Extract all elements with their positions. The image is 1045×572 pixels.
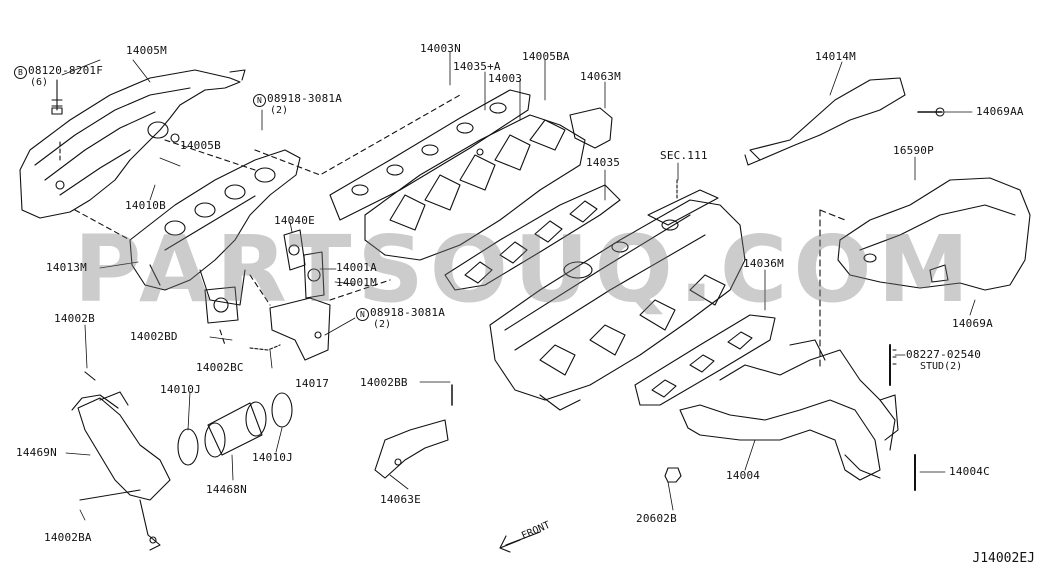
heat-shield-16590p bbox=[837, 177, 1031, 291]
gasket-14036m bbox=[634, 314, 776, 406]
part-label-14063m: 14063M bbox=[580, 70, 621, 83]
bracket-14063e bbox=[374, 419, 449, 479]
gasket-14035 bbox=[444, 184, 621, 291]
clamp-14010j-a bbox=[177, 428, 199, 466]
part-label-14004c: 14004C bbox=[949, 465, 990, 478]
pipe-14469n bbox=[71, 391, 171, 551]
part-label-14002b: 14002B bbox=[54, 312, 95, 325]
gasket-14035a bbox=[329, 89, 531, 221]
nut-number: 08918-3081A bbox=[267, 92, 343, 105]
watermark: PARTSOUQ.COM bbox=[73, 216, 976, 323]
part-label-14010j-a: 14010J bbox=[160, 383, 201, 396]
part-label-14469n: 14469N bbox=[16, 446, 57, 459]
part-label-14003: 14003 bbox=[488, 72, 523, 85]
part-label-14013m: 14013M bbox=[46, 261, 87, 274]
part-label-14001a: 14001A bbox=[336, 261, 377, 274]
sleeve-14468n bbox=[204, 401, 267, 458]
gasket-14001m bbox=[303, 251, 325, 299]
bracket-14063m bbox=[569, 107, 613, 149]
part-label-14010j-b: 14010J bbox=[252, 451, 293, 464]
nut-1-qty: (2) bbox=[270, 105, 289, 116]
part-label-14001m: 14001M bbox=[336, 276, 377, 289]
part-label-14468n: 14468N bbox=[206, 483, 247, 496]
part-label-14002bb: 14002BB bbox=[360, 376, 408, 389]
part-label-14040e: 14040E bbox=[274, 214, 315, 227]
part-label-14002ba: 14002BA bbox=[44, 531, 92, 544]
heat-shield-14005m bbox=[19, 69, 246, 219]
bolt-prefix-icon: B bbox=[14, 66, 27, 79]
exhaust-manifold-14004 bbox=[679, 339, 899, 481]
manifold-14003 bbox=[364, 114, 586, 261]
part-label-16590p: 16590P bbox=[893, 144, 934, 157]
part-label-20602b: 20602B bbox=[636, 512, 677, 525]
part-label-14002bd: 14002BD bbox=[130, 330, 178, 343]
stud-qty: STUD(2) bbox=[920, 361, 963, 372]
part-label-14014m: 14014M bbox=[815, 50, 856, 63]
cylinder-head-sec111 bbox=[489, 189, 746, 411]
bolt-qty: (6) bbox=[30, 77, 49, 88]
diagram-code: J14002EJ bbox=[972, 551, 1035, 566]
bracket-14014m bbox=[744, 77, 906, 166]
part-label-14035a: 14035+A bbox=[453, 60, 501, 73]
bolt-number: 08120-8201F bbox=[28, 64, 104, 77]
clamp-14010j-b bbox=[271, 392, 293, 428]
part-label-14036m: 14036M bbox=[743, 257, 784, 270]
part-label-14017: 14017 bbox=[295, 377, 330, 390]
nut-20602b bbox=[664, 467, 682, 483]
part-label-14069a: 14069A bbox=[952, 317, 993, 330]
part-label-14005m: 14005M bbox=[126, 44, 167, 57]
nut-number: 08918-3081A bbox=[370, 306, 446, 319]
part-label-14069aa: 14069AA bbox=[976, 105, 1024, 118]
nut-prefix-icon: N bbox=[356, 308, 369, 321]
part-label-14063e: 14063E bbox=[380, 493, 421, 506]
nut-prefix-icon: N bbox=[253, 94, 266, 107]
bracket-14017 bbox=[269, 297, 331, 361]
part-label-sec111: SEC.111 bbox=[660, 149, 708, 162]
part-label-14005b: 14005B bbox=[180, 139, 221, 152]
bolt-icon bbox=[51, 79, 63, 111]
nut-2-qty: (2) bbox=[373, 319, 392, 330]
part-label-14003n: 14003N bbox=[420, 42, 461, 55]
flange-14002bd bbox=[204, 286, 239, 324]
part-label-14035: 14035 bbox=[586, 156, 621, 169]
part-label-14004: 14004 bbox=[726, 469, 761, 482]
part-label-14002bc: 14002BC bbox=[196, 361, 244, 374]
part-label-14010b: 14010B bbox=[125, 199, 166, 212]
manifold-14013m bbox=[129, 149, 301, 306]
part-label-14005ba: 14005BA bbox=[522, 50, 570, 63]
part-label-stud: 08227-02540 bbox=[906, 348, 982, 361]
